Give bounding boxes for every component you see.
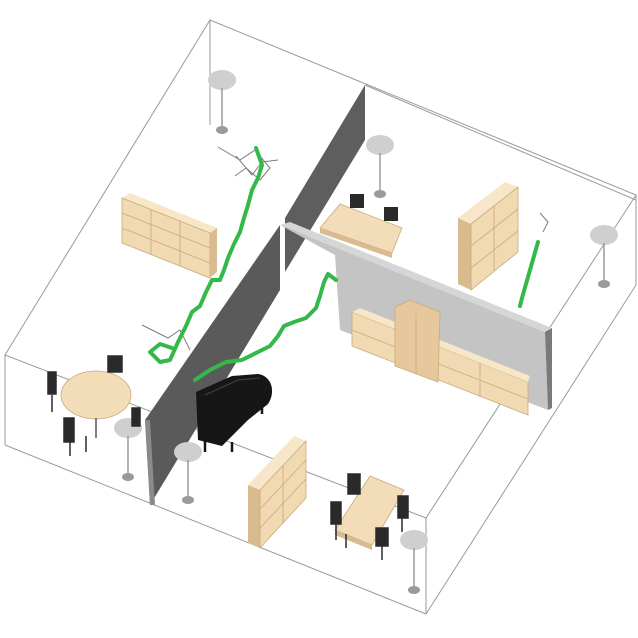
cabinet-wall-unit xyxy=(351,299,530,416)
floor-edge xyxy=(425,284,637,615)
shelf-side xyxy=(458,182,518,224)
shelf-top xyxy=(122,193,217,233)
chair-back xyxy=(63,417,75,443)
lamp-shade xyxy=(366,135,394,155)
robot-trajectory-path xyxy=(148,146,540,382)
wall-top-light xyxy=(280,222,552,332)
lamp-base xyxy=(408,586,420,594)
floor-lamp xyxy=(114,70,618,594)
chair-back xyxy=(47,371,57,395)
chair-back xyxy=(384,207,398,221)
floor-edge xyxy=(4,444,427,615)
chair-back xyxy=(347,473,361,495)
cabinet-tall xyxy=(394,299,441,383)
lamp-base xyxy=(182,496,194,504)
chair-back xyxy=(397,495,409,519)
trajectory-segment xyxy=(193,272,338,382)
dining-table-top xyxy=(319,194,403,258)
lamp-base xyxy=(122,473,134,481)
chair xyxy=(330,473,409,560)
chair-back xyxy=(330,501,342,525)
lamp-shade xyxy=(590,225,618,245)
chair-back xyxy=(107,355,123,373)
wall-face-dark xyxy=(285,85,365,272)
wall-face-side xyxy=(545,328,552,410)
lamp-shade xyxy=(208,70,236,90)
wall-face-mid xyxy=(145,420,155,505)
piano-lid xyxy=(204,377,261,396)
shelf-front xyxy=(248,485,260,548)
shelf-divider xyxy=(470,230,519,269)
round-table xyxy=(47,355,141,456)
shelf-divider xyxy=(121,227,211,264)
robot-arm xyxy=(235,155,279,176)
lamp-base xyxy=(598,280,610,288)
dining-table-bottom xyxy=(330,473,409,560)
trajectory-segment xyxy=(518,240,540,308)
trajectory-segment xyxy=(148,146,264,364)
bookshelf-top-right xyxy=(458,182,519,291)
shelf-divider xyxy=(351,329,529,400)
robot-figure xyxy=(141,146,549,351)
table-edge xyxy=(320,228,392,258)
chair xyxy=(47,355,141,456)
floor-plan-outline xyxy=(4,19,637,615)
robot-arm xyxy=(141,324,191,351)
grand-piano xyxy=(196,374,273,452)
chair-back xyxy=(350,194,364,208)
piano-body xyxy=(196,374,273,446)
table-top xyxy=(60,370,132,420)
chair-back xyxy=(375,527,389,547)
lamp-shade xyxy=(400,530,428,550)
wall-face-dark xyxy=(145,225,280,505)
shelf-front xyxy=(458,218,471,290)
room-divider-line xyxy=(364,84,637,201)
shelf-side xyxy=(210,228,217,278)
shelf-divider xyxy=(121,212,211,249)
partition-wall-center xyxy=(145,85,365,505)
lamp-base xyxy=(374,190,386,198)
chair xyxy=(350,194,398,221)
bookshelf-top-left xyxy=(121,193,217,279)
shelf-divider xyxy=(470,208,519,247)
floor-top-outline xyxy=(4,19,637,519)
lamp-base xyxy=(216,126,228,134)
shelf-side xyxy=(248,436,306,490)
bookshelf-bottom xyxy=(248,436,307,550)
lamp-shade xyxy=(174,442,202,462)
chair-back xyxy=(131,407,141,427)
robot-arm xyxy=(539,212,549,233)
table-edge xyxy=(335,530,372,550)
